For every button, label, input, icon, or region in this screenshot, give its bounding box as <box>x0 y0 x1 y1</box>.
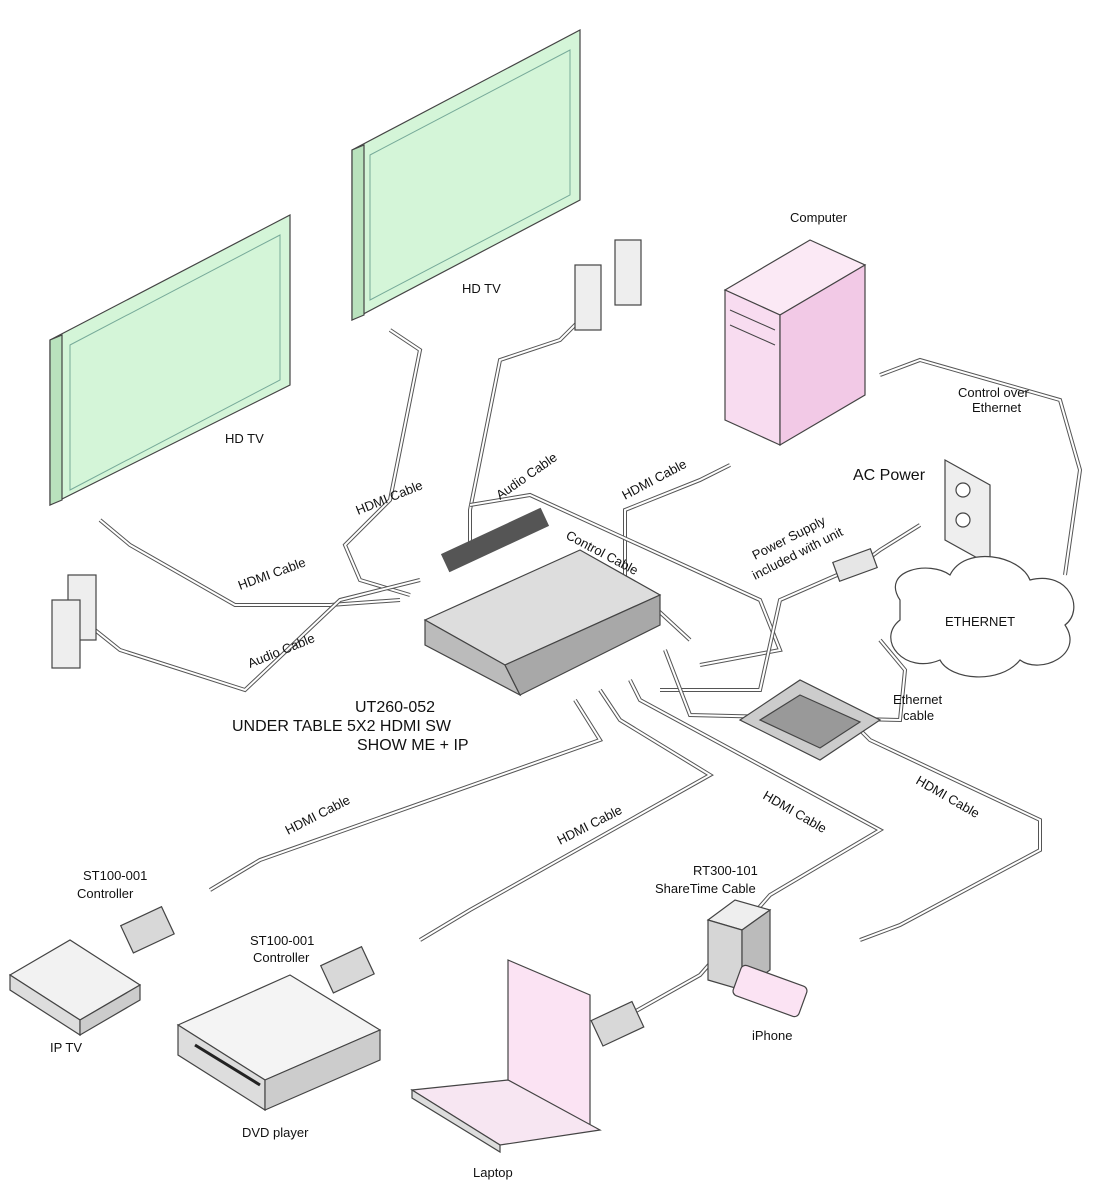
speakers-top <box>574 239 642 331</box>
hdmi-right-tv-label: HDMI Cable <box>354 477 425 517</box>
dvd-player-label: DVD player <box>242 1125 309 1140</box>
iphone-device <box>732 964 808 1018</box>
ac-power-label: AC Power <box>853 467 926 484</box>
hdmi-cable-left-tv <box>98 518 401 607</box>
computer-tower <box>723 239 867 447</box>
controller1-label-2: Controller <box>77 886 134 901</box>
hdtv-left <box>49 214 291 506</box>
st100-controller-1 <box>119 905 175 954</box>
ethernet-cable <box>663 638 908 723</box>
ethernet-cloud-label: ETHERNET <box>945 614 1015 629</box>
audio-cable-left <box>93 578 421 693</box>
control-ethernet-label-1: Control over <box>958 385 1029 400</box>
ethernet-cloud <box>890 555 1075 678</box>
hdmi-cable-iphone <box>848 718 1042 942</box>
dvd-player <box>176 974 382 1112</box>
sharetime-controller <box>590 1000 645 1047</box>
hdmi-cable-iptv <box>208 698 604 892</box>
laptop <box>410 959 602 1154</box>
switch-label-2: UNDER TABLE 5X2 HDMI SW <box>232 718 452 735</box>
switch-label-3: SHOW ME + IP <box>357 737 469 754</box>
sharetime-label-1: RT300-101 <box>693 863 758 878</box>
hdmi-left-tv-label: HDMI Cable <box>236 555 308 593</box>
controller1-label-1: ST100-001 <box>83 868 147 883</box>
control-ethernet-label-2: Ethernet <box>972 400 1022 415</box>
st100-controller-2 <box>319 945 375 994</box>
floor-connection-box <box>738 679 882 761</box>
speakers-left <box>51 574 97 669</box>
hdmi-cable-right-tv <box>342 328 423 597</box>
sharetime-label-2: ShareTime Cable <box>655 881 756 896</box>
hdmi-iphone-label: HDMI Cable <box>914 773 983 821</box>
hdtv-left-label: HD TV <box>225 431 264 446</box>
switch-label-1: UT260-052 <box>355 699 435 716</box>
laptop-label: Laptop <box>473 1165 513 1180</box>
cables <box>93 318 1083 1022</box>
ut260-switch <box>423 507 662 697</box>
hdmi-cable-dvd <box>418 688 714 942</box>
controller2-label-2: Controller <box>253 950 310 965</box>
iphone-label: iPhone <box>752 1028 792 1043</box>
power-supply-brick <box>832 547 878 583</box>
ethernet-cable-label-2: cable <box>903 708 934 723</box>
audio-cable-top <box>468 318 582 545</box>
ip-tv-box <box>8 939 142 1037</box>
computer-label: Computer <box>790 210 848 225</box>
terminal-block <box>440 507 550 573</box>
hdtv-right-label: HD TV <box>462 281 501 296</box>
controller2-label-1: ST100-001 <box>250 933 314 948</box>
ethernet-cable-label-1: Ethernet <box>893 692 943 707</box>
ip-tv-label: IP TV <box>50 1040 82 1055</box>
control-cable <box>469 492 783 667</box>
ac-power-outlet <box>944 458 991 567</box>
power-supply-cable <box>660 523 922 692</box>
control-over-ethernet-cable <box>879 357 1083 576</box>
hdmi-computer-label: HDMI Cable <box>619 456 689 502</box>
hdmi-cable-laptop <box>619 679 885 1022</box>
audio-left-label: Audio Cable <box>246 630 317 670</box>
hdtv-right <box>351 29 581 321</box>
